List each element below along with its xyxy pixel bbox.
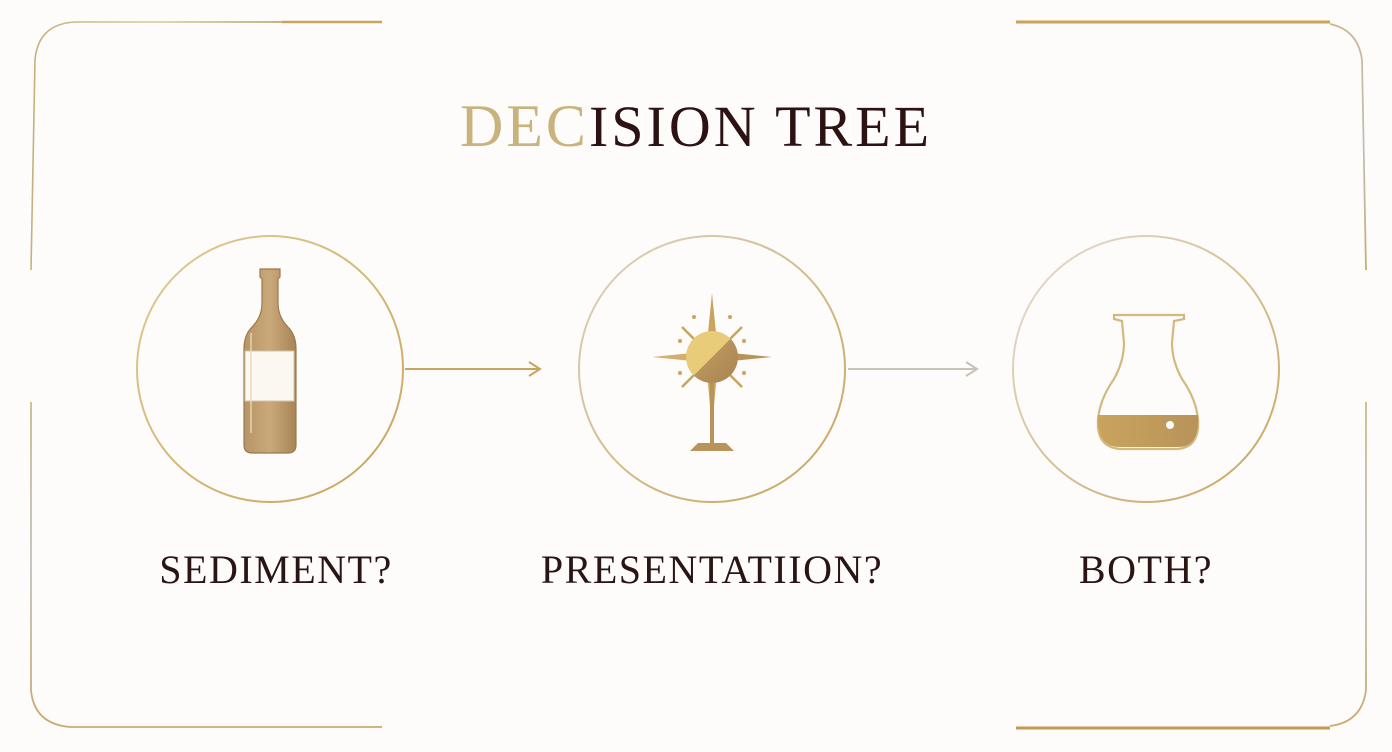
diagram-title: DECISION TREE: [0, 92, 1392, 161]
title-gold-part: DEC: [459, 93, 589, 159]
step-presentation: [576, 233, 848, 505]
step-label-both: BOTH?: [1078, 547, 1214, 592]
starburst-candle-icon: [652, 293, 772, 451]
step-label-sediment: SEDIMENT?: [159, 547, 393, 592]
wine-bottle-icon: [243, 268, 297, 454]
step-sediment: [134, 233, 406, 505]
step-both: [1010, 233, 1282, 505]
arrow-connector: [405, 361, 542, 377]
step-label-presentation: PRESENTATIION?: [540, 547, 884, 592]
arrow-connector: [848, 361, 979, 377]
title-dark-part: ISION TREE: [588, 94, 933, 159]
decanter-icon: [1096, 313, 1200, 451]
